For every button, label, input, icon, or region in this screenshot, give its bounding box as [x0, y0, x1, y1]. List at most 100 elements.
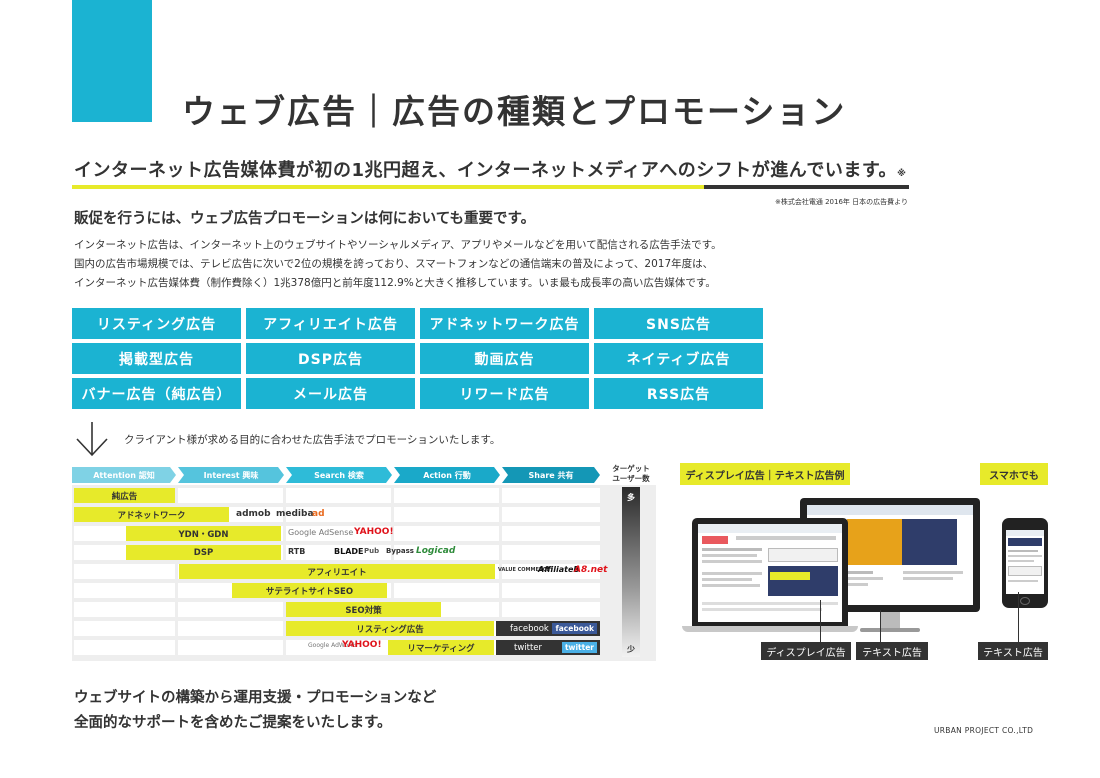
smartphone-illustration [1002, 518, 1048, 608]
flow-step-label: Action 行動 [423, 470, 471, 480]
search-bar [736, 536, 836, 540]
target-users-gradient [622, 487, 640, 657]
text-line [702, 548, 762, 551]
blade-logo: BLADE [334, 547, 364, 556]
display-ad-text [770, 572, 810, 580]
flow-step-label: Search 検索 [314, 470, 364, 480]
page-title: ウェブ広告｜広告の種類とプロモーション [182, 92, 847, 131]
table-cell [502, 526, 600, 541]
table-cell [286, 507, 391, 522]
logicad-logo: Logicad [416, 546, 456, 556]
ad-type-placement: 掲載型広告 [72, 343, 241, 374]
ad-type-banner: バナー広告（純広告） [72, 378, 241, 409]
ad-type-grid: リスティング広告 アフィリエイト広告 アドネットワーク広告 SNS広告 掲載型広… [72, 308, 763, 410]
text-line [702, 560, 762, 563]
text-pointer-line [880, 610, 881, 642]
company-name: URBAN PROJECT CO.,LTD [934, 726, 1034, 735]
table-cell [74, 602, 175, 617]
text-ad-box [1008, 566, 1042, 576]
headline: インターネット広告媒体費が初の1兆円超え、インターネットメディアへのシフトが進ん… [74, 156, 906, 182]
flow-bar-affiliate: アフィリエイト [179, 564, 495, 579]
ad-type-rss: RSS広告 [594, 378, 763, 409]
twitter-logo: twitter [561, 642, 597, 653]
site-header [698, 524, 842, 533]
monitor-stand [880, 612, 900, 628]
table-cell [502, 488, 600, 503]
down-arrow-icon [76, 422, 108, 457]
table-cell [394, 507, 499, 522]
yahoo-logo: YAHOO! [354, 527, 394, 537]
flow-bar-pure-ad: 純広告 [74, 488, 175, 503]
text-line [702, 572, 762, 575]
laptop-illustration [682, 518, 858, 636]
facebook-box: facebook facebook [496, 621, 600, 636]
table-cell [502, 564, 600, 579]
headline-rule-yellow [72, 185, 704, 189]
smartphone-pointer-line [1018, 592, 1019, 642]
flow-step-share: Share 共有 [502, 467, 600, 483]
flow-step-shape [394, 467, 500, 483]
closing-line: 全面的なサポートを含めたご提案をいたします。 [74, 715, 392, 731]
table-cell [74, 640, 175, 655]
flow-step-shape [178, 467, 284, 483]
flow-step-attention: Attention 認知 [72, 467, 176, 483]
table-cell [178, 621, 283, 636]
text-line [702, 578, 752, 581]
table-cell [286, 640, 391, 655]
flow-bar-dsp: DSP [126, 545, 281, 560]
body-line: インターネット広告媒体費（制作費除く）1兆378億円と前年度112.9%と大きく… [74, 277, 716, 289]
ad-type-reward: リワード広告 [420, 378, 589, 409]
ad-type-sns: SNS広告 [594, 308, 763, 339]
phone-screen [1006, 530, 1044, 594]
table-cell [286, 545, 391, 560]
table-cell [74, 564, 175, 579]
pub-logo: Pub [364, 547, 380, 555]
table-cell [394, 488, 499, 503]
display-ad-box [768, 566, 838, 596]
rtb-logo: RTB [288, 547, 306, 556]
target-low: 少 [627, 645, 635, 654]
table-cell [502, 602, 600, 617]
admob-logo: admob [236, 509, 271, 519]
target-high: 多 [627, 493, 635, 502]
target-label-line2: ユーザー数 [612, 474, 650, 483]
flow-step-label: Interest 興味 [203, 470, 259, 480]
text-line [1008, 555, 1042, 557]
site-header [807, 505, 973, 515]
text-ad-caption: テキスト広告 [856, 642, 928, 660]
table-cell [502, 583, 600, 598]
flow-bar-listing: リスティング広告 [286, 621, 494, 636]
display-ad-caption: ディスプレイ広告 [761, 642, 851, 660]
text-line [1008, 550, 1038, 552]
text-line [903, 571, 963, 574]
table-cell [286, 526, 391, 541]
text-line [702, 584, 760, 587]
text-ad-box [768, 548, 838, 562]
body-line: 国内の広告市場規模では、テレビ広告に次いで2位の規模を誇っており、スマートフォン… [74, 258, 714, 270]
flow-bar-remarketing: リマーケティング [388, 640, 494, 655]
table-cell [178, 488, 283, 503]
table-cell [502, 545, 600, 560]
text-line [702, 554, 757, 557]
ad-type-native: ネイティブ広告 [594, 343, 763, 374]
target-users-label: ターゲット ユーザー数 [608, 464, 654, 484]
table-cell [502, 507, 600, 522]
banner-ad-highlight [847, 519, 902, 565]
flow-caption: クライアント様が求める目的に合わせた広告手法でプロモーションいたします。 [124, 434, 501, 446]
table-cell [394, 583, 499, 598]
text-line [1008, 560, 1034, 562]
display-pointer-line [820, 600, 821, 642]
laptop-screen [698, 524, 842, 622]
table-cell [74, 621, 175, 636]
facebook-label: facebook [510, 623, 549, 634]
target-label-line1: ターゲット [612, 464, 650, 473]
table-cell [394, 545, 499, 560]
smartphone-text-ad-caption: テキスト広告 [978, 642, 1048, 660]
bypass-logo: Bypass [386, 547, 414, 555]
ad-type-adnetwork: アドネットワーク広告 [420, 308, 589, 339]
flow-bar-seo: SEO対策 [286, 602, 441, 617]
twitter-label: twitter [514, 642, 543, 653]
site-header [1006, 530, 1044, 536]
table-cell [178, 602, 283, 617]
ad-logo: ad [312, 509, 325, 519]
